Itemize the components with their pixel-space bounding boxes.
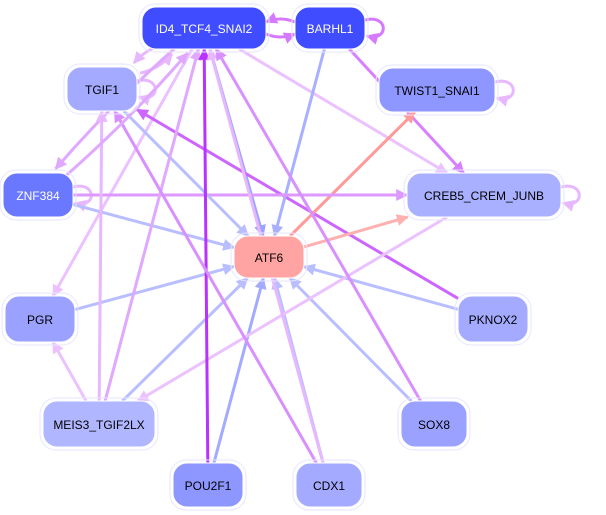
edge-id4_tcf4_snai2-to-pgr (51, 48, 194, 298)
node-box (295, 462, 363, 508)
node-box (172, 462, 244, 508)
edge-pknox2-to-tgif1 (135, 108, 459, 300)
node-label: SOX8 (418, 418, 450, 432)
edge-sox8-to-id4_tcf4_snai2 (214, 47, 422, 402)
node-box (42, 400, 156, 448)
edges-layer (51, 12, 581, 464)
edge-barhl1-to-atf6 (271, 48, 326, 238)
edge-pou2f1-to-id4_tcf4_snai2 (198, 47, 211, 464)
node-box (378, 67, 496, 113)
node-tgif1[interactable]: TGIF1 (63, 63, 141, 115)
node-halo (169, 459, 247, 511)
node-label: ZNF384 (16, 189, 60, 203)
node-cdx1[interactable]: CDX1 (292, 459, 366, 511)
node-label: CDX1 (313, 479, 345, 493)
edge-atf6-to-creb5_crem_junb (303, 214, 409, 249)
node-label: PKNOX2 (469, 313, 518, 327)
edge-atf6-to-twist1_snai1 (289, 110, 416, 238)
node-box (457, 295, 529, 343)
node-halo (138, 3, 270, 53)
node-halo (397, 397, 471, 451)
node-label: ID4_TCF4_SNAI2 (156, 22, 253, 36)
node-pgr[interactable]: PGR (1, 292, 79, 346)
edge-znf384-to-atf6 (72, 202, 236, 251)
edge-tgif1-to-id4_tcf4_snai2 (139, 53, 174, 75)
node-barhl1[interactable]: BARHL1 (291, 3, 369, 53)
node-halo (63, 63, 141, 115)
node-znf384[interactable]: ZNF384 (0, 169, 77, 221)
edge-meis3_tgif2lx-to-tgif1 (95, 109, 108, 402)
edge-meis3_tgif2lx-to-id4_tcf4_snai2 (103, 47, 202, 402)
node-box (141, 6, 267, 50)
node-halo (403, 169, 565, 221)
node-box (66, 66, 138, 112)
node-label: POU2F1 (185, 479, 232, 493)
node-halo (230, 232, 308, 282)
node-pknox2[interactable]: PKNOX2 (454, 292, 532, 346)
node-label: MEIS3_TGIF2LX (53, 418, 144, 432)
node-label: ATF6 (255, 251, 284, 265)
node-halo (454, 292, 532, 346)
node-box (4, 295, 76, 343)
edge-pknox2-to-atf6 (302, 263, 459, 311)
node-label: CREB5_CREM_JUNB (424, 189, 544, 203)
node-label: BARHL1 (307, 22, 354, 36)
edge-cdx1-to-tgif1 (113, 109, 318, 464)
node-box (2, 172, 74, 218)
edge-znf384-to-id4_tcf4_snai2 (63, 52, 189, 179)
edge-meis3_tgif2lx-to-pgr (51, 340, 88, 402)
node-creb5-crem-junb[interactable]: CREB5_CREM_JUNB (403, 169, 565, 221)
node-box (294, 6, 366, 50)
node-box (400, 400, 468, 448)
node-twist1-snai1[interactable]: TWIST1_SNAI1 (375, 64, 499, 116)
edge-sox8-to-atf6 (288, 276, 413, 403)
node-pou2f1[interactable]: POU2F1 (169, 459, 247, 511)
edge-creb5_crem_junb-to-meis3_tgif2lx (136, 215, 448, 403)
node-id4-tcf4-snai2[interactable]: ID4_TCF4_SNAI2 (138, 3, 270, 53)
node-box (233, 235, 305, 279)
node-sox8[interactable]: SOX8 (397, 397, 471, 451)
edge-twist1_snai1-to-twist1_snai1 (494, 79, 515, 107)
edge-creb5_crem_junb-to-creb5_crem_junb (560, 184, 581, 212)
edge-pou2f1-to-atf6 (212, 276, 267, 464)
edge-meis3_tgif2lx-to-atf6 (121, 276, 249, 403)
node-meis3-tgif2lx[interactable]: MEIS3_TGIF2LX (39, 397, 159, 451)
node-atf6[interactable]: ATF6 (230, 232, 308, 282)
node-halo (291, 3, 369, 53)
node-label: TWIST1_SNAI1 (394, 84, 480, 98)
node-label: PGR (27, 313, 53, 327)
node-halo (292, 459, 366, 511)
edge-barhl1-to-id4_tcf4_snai2 (264, 12, 296, 24)
edge-barhl1-to-barhl1 (364, 17, 385, 45)
node-halo (39, 397, 159, 451)
edge-id4_tcf4_snai2-to-barhl1 (265, 32, 297, 44)
edge-tgif1-to-atf6 (122, 109, 250, 238)
node-halo (1, 292, 79, 346)
node-box (406, 172, 562, 218)
node-halo (0, 169, 77, 221)
edge-id4_tcf4_snai2-to-creb5_crem_junb (238, 47, 449, 175)
node-halo (375, 64, 499, 116)
node-label: TGIF1 (85, 83, 119, 97)
